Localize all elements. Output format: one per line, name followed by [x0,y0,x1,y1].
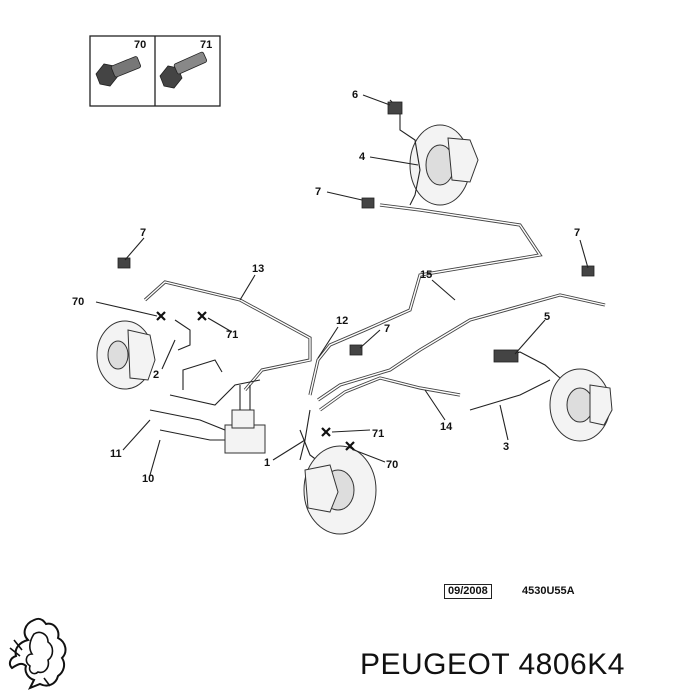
pipe-clips [117,197,595,363]
callout-70-inset: 70 [134,39,146,51]
callout-7-mid: 7 [384,323,390,335]
brake-pipes [143,203,606,471]
callout-11: 11 [110,448,122,460]
callout-71-inset: 71 [200,39,212,51]
callout-7-left: 7 [140,227,146,239]
peugeot-lion-logo [8,617,67,690]
callout-71-left: 71 [226,329,238,341]
front-right-disc-assembly [387,99,479,206]
callout-4: 4 [359,151,366,163]
callout-7-right: 7 [574,227,580,239]
callout-14: 14 [440,421,453,433]
callout-3: 3 [503,441,509,453]
part-caption: PEUGEOT 4806K4 [360,648,625,681]
callout-71-mid: 71 [372,428,384,440]
rear-right-disc-assembly [549,368,613,442]
callout-70-bottom: 70 [386,459,398,471]
callout-7-top: 7 [315,186,321,198]
callout-12: 12 [336,315,348,327]
leader-lines [95,94,589,476]
callout-labels: 6 4 7 7 13 15 7 70 71 12 7 5 2 11 10 1 7… [72,89,580,485]
callout-70-left: 70 [72,296,84,308]
callout-1: 1 [264,457,270,469]
front-left-disc-assembly [96,319,191,390]
fastener-markers [156,311,355,451]
callout-6: 6 [352,89,358,101]
callout-5: 5 [544,311,550,323]
bolt-70-illustration [95,56,142,87]
callout-15: 15 [420,269,432,281]
callout-2: 2 [153,369,159,381]
abs-modulator-block [224,385,266,454]
diagram-date-code: 09/2008 [444,584,492,599]
diagram-reference-code: 4530U55A [522,585,575,597]
fastener-inset: 70 71 [89,35,221,107]
callout-10: 10 [142,473,154,485]
bolt-71-illustration [159,51,208,89]
rear-left-disc-assembly [303,445,377,535]
callout-13: 13 [252,263,264,275]
